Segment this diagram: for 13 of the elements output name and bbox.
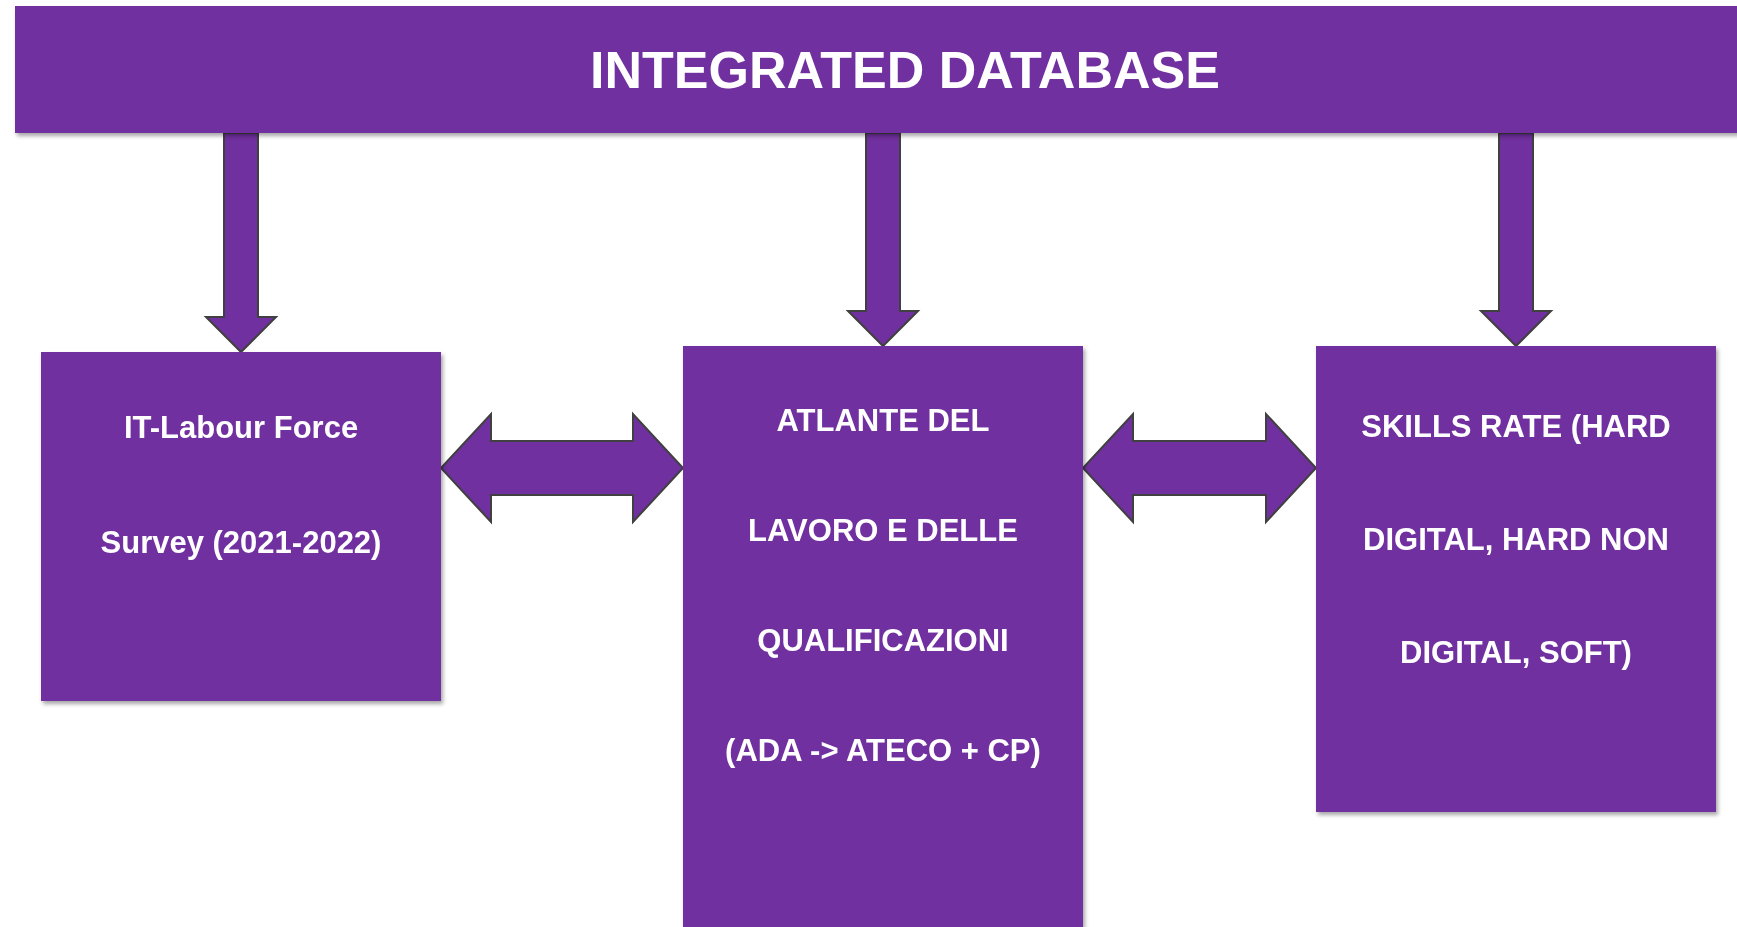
- process-box: [41, 352, 441, 701]
- box-text: ATLANTE DEL LAVORO E DELLE QUALIFICAZIONI (ADA -> ATECO + CP): [724, 402, 1042, 770]
- block-arrow: [845, 132, 921, 348]
- block-arrow: [1081, 411, 1318, 525]
- process-box: [683, 346, 1083, 927]
- box-text: SKILLS RATE (HARD DIGITAL, HARD NON DIGITAL, SOFT): [1360, 408, 1672, 672]
- process-box: [1316, 346, 1716, 812]
- title-bar: [15, 6, 1737, 133]
- block-arrow: [439, 411, 685, 525]
- block-arrow: [203, 132, 279, 354]
- box-text: IT-Labour Force Survey (2021-2022): [99, 409, 383, 562]
- block-arrow: [1478, 132, 1554, 348]
- title-text: INTEGRATED DATABASE: [589, 43, 1220, 96]
